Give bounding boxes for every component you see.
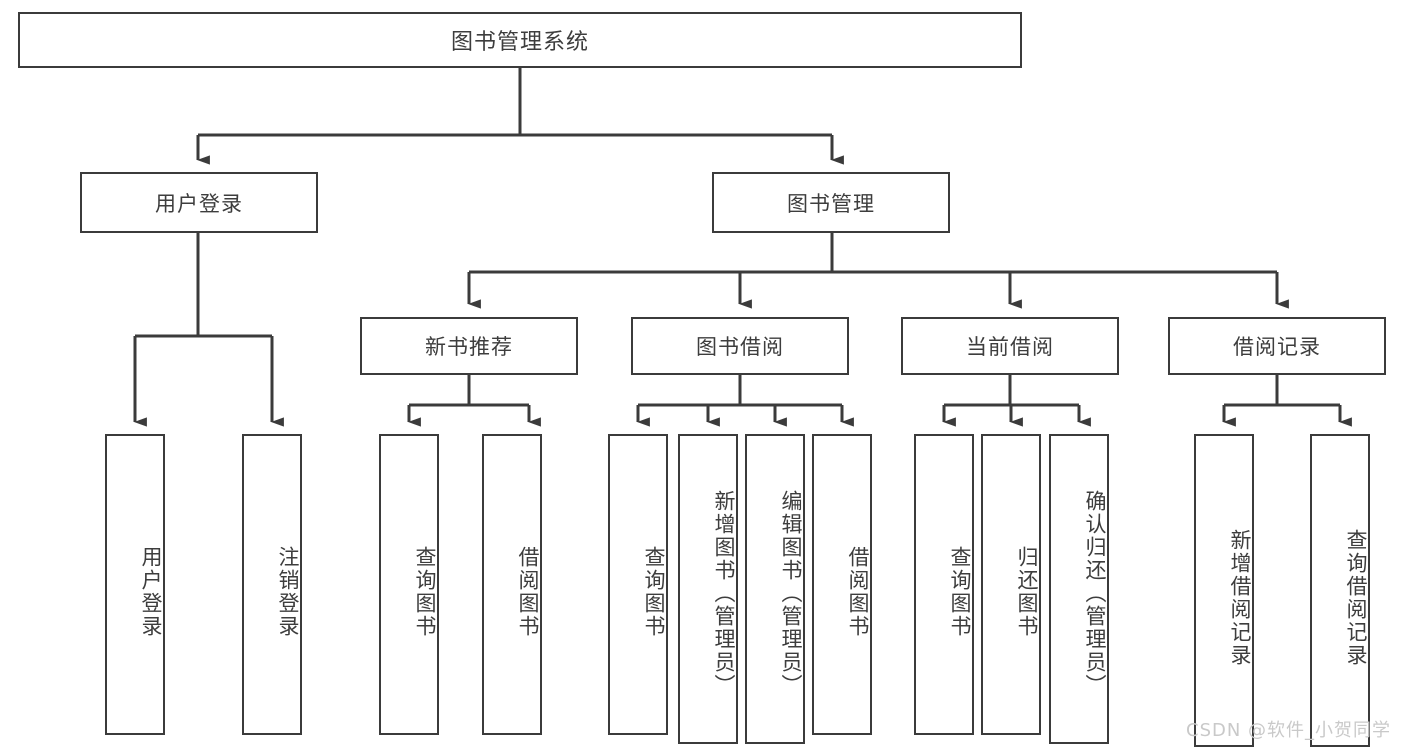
leaf-return-book[interactable]: 归还图书	[981, 434, 1041, 735]
node-current-borrow[interactable]: 当前借阅	[901, 317, 1119, 375]
leaf-borrow-book-recommend[interactable]: 借阅图书	[482, 434, 542, 735]
node-user-login[interactable]: 用户登录	[80, 172, 318, 233]
node-book-borrow[interactable]: 图书借阅	[631, 317, 849, 375]
leaf-query-book-recommend[interactable]: 查询图书	[379, 434, 439, 735]
node-new-book-recommend[interactable]: 新书推荐	[360, 317, 578, 375]
leaf-add-borrow-record[interactable]: 新增借阅记录	[1194, 434, 1254, 747]
leaf-borrow-book[interactable]: 借阅图书	[812, 434, 872, 735]
leaf-logout-login[interactable]: 注销登录	[242, 434, 302, 735]
leaf-query-book-current[interactable]: 查询图书	[914, 434, 974, 735]
leaf-edit-book-admin[interactable]: 编辑图书（管理员）	[745, 434, 805, 744]
node-root-system[interactable]: 图书管理系统	[18, 12, 1022, 68]
leaf-user-login[interactable]: 用户登录	[105, 434, 165, 735]
node-book-manage[interactable]: 图书管理	[712, 172, 950, 233]
leaf-add-book-admin[interactable]: 新增图书（管理员）	[678, 434, 738, 744]
csdn-watermark: CSDN @软件_小贺同学	[1186, 720, 1392, 741]
leaf-query-book-borrow[interactable]: 查询图书	[608, 434, 668, 735]
leaf-query-borrow-record[interactable]: 查询借阅记录	[1310, 434, 1370, 747]
node-borrow-record[interactable]: 借阅记录	[1168, 317, 1386, 375]
leaf-confirm-return-admin[interactable]: 确认归还（管理员）	[1049, 434, 1109, 744]
